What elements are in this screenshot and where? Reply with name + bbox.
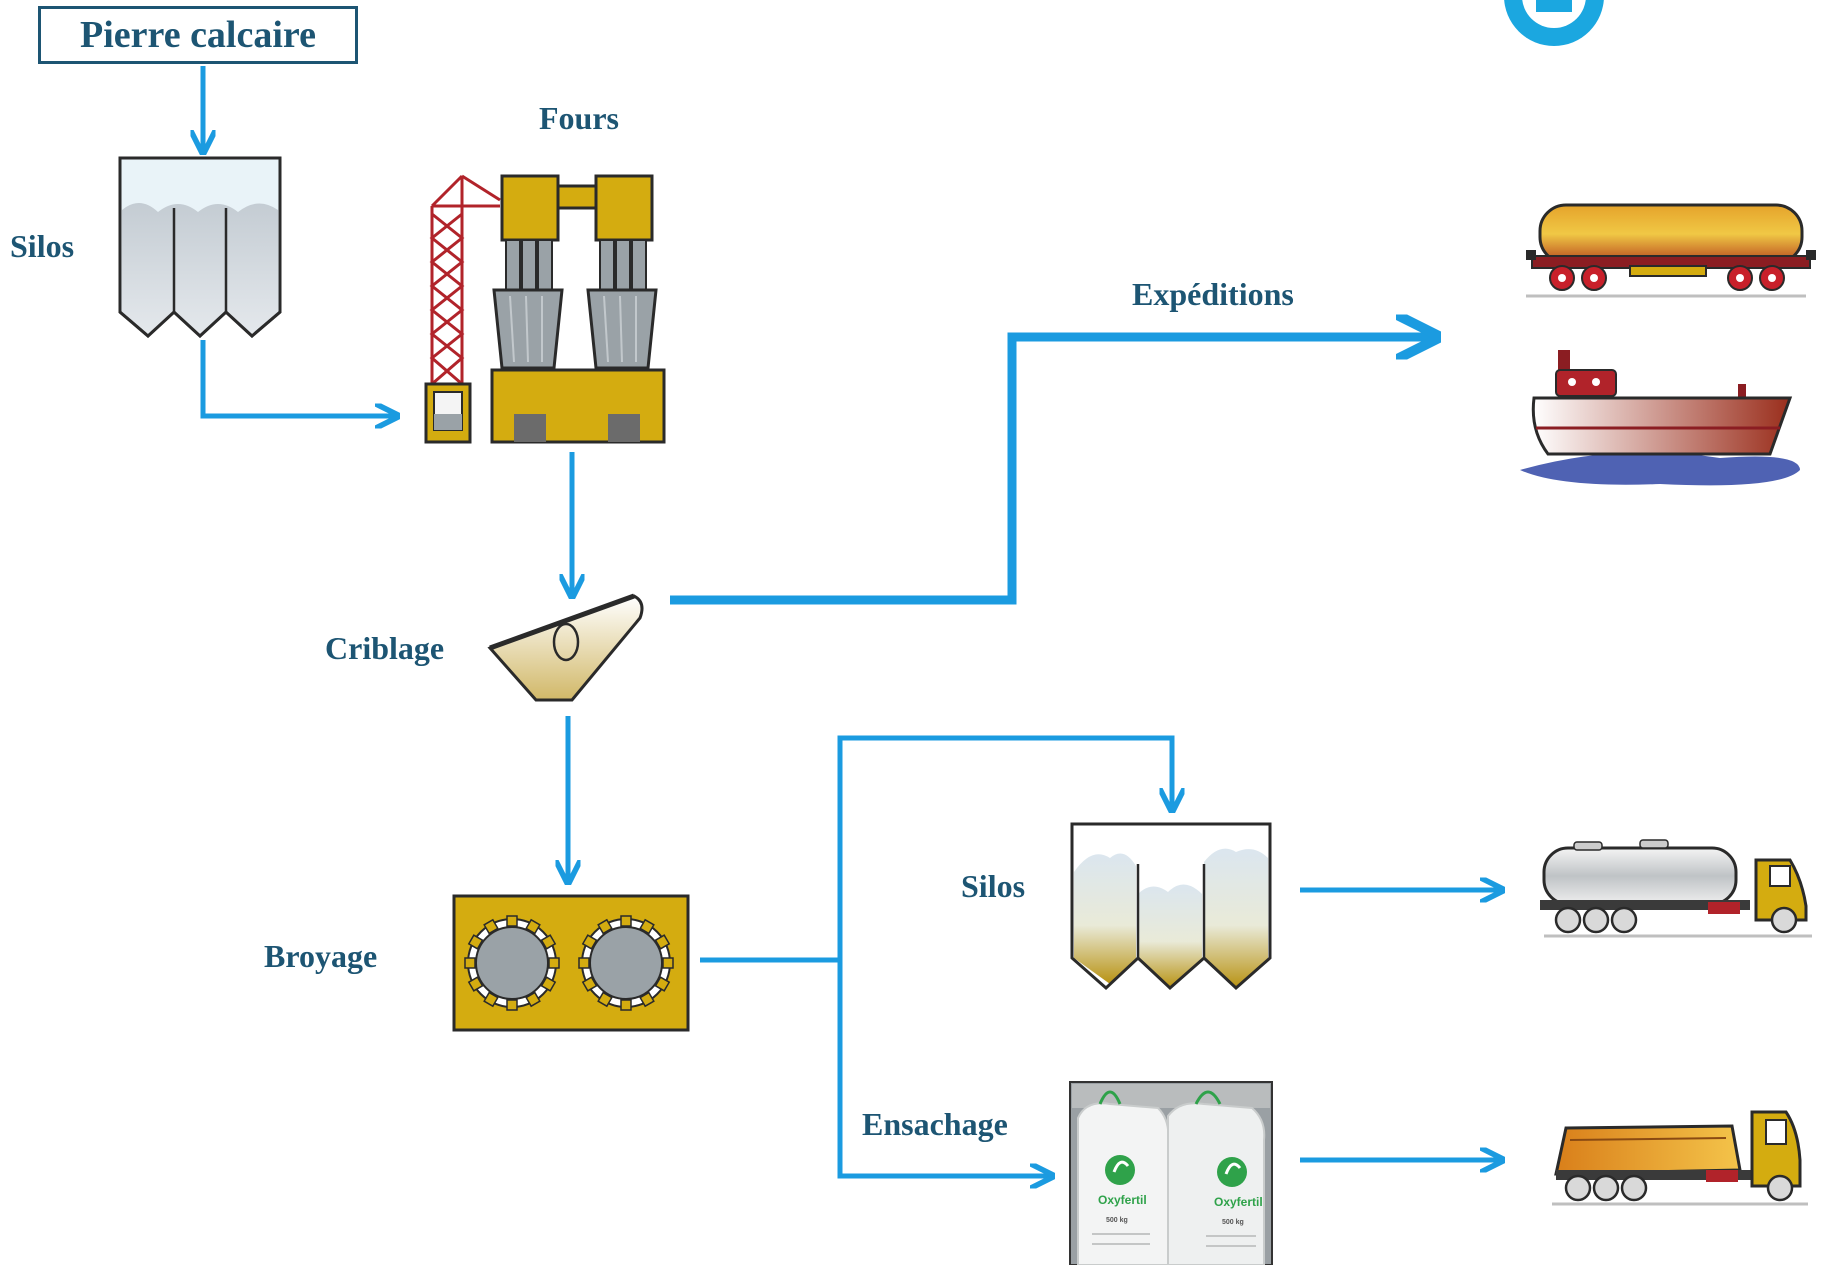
flow-arrows — [203, 66, 1500, 1176]
criblage-icon — [487, 593, 644, 702]
label-ensachage: Ensachage — [862, 1106, 1008, 1142]
label-silos-top: Silos — [10, 228, 75, 264]
silos-top-icon — [118, 156, 282, 339]
label-fours: Fours — [539, 100, 619, 136]
brand-logo-icon — [1504, 0, 1604, 46]
ensachage-photo: Oxyfertil Oxyfertil 500 kg 500 kg — [1069, 1081, 1273, 1265]
label-expeditions: Expéditions — [1132, 276, 1294, 312]
tanker-truck-icon — [1540, 839, 1812, 938]
rail-tanker-icon — [1526, 203, 1816, 298]
start-node-pierre-calcaire: Pierre calcaire — [38, 6, 358, 64]
arrow-to-ensachage — [837, 960, 1050, 1176]
bag-brand-left: Oxyfertil — [1098, 1193, 1147, 1207]
bag-weight-left: 500 kg — [1106, 1217, 1128, 1224]
broyage-icon — [452, 894, 690, 1032]
bag-weight-right: 500 kg — [1222, 1219, 1244, 1226]
label-broyage: Broyage — [264, 938, 378, 974]
label-silos-bottom: Silos — [961, 868, 1026, 904]
cargo-ship-icon — [1520, 350, 1800, 486]
semi-truck-icon — [1552, 1110, 1808, 1206]
arrow-to-silos-bottom — [837, 735, 1172, 960]
start-label: Pierre calcaire — [80, 14, 316, 56]
fours-icon — [424, 174, 666, 444]
arrow-criblage-to-expeditions — [670, 337, 1432, 605]
arrow-silos-to-fours — [200, 340, 395, 416]
label-criblage: Criblage — [325, 630, 445, 666]
silos-bottom-icon — [1070, 822, 1272, 991]
bag-brand-right: Oxyfertil — [1214, 1195, 1263, 1209]
